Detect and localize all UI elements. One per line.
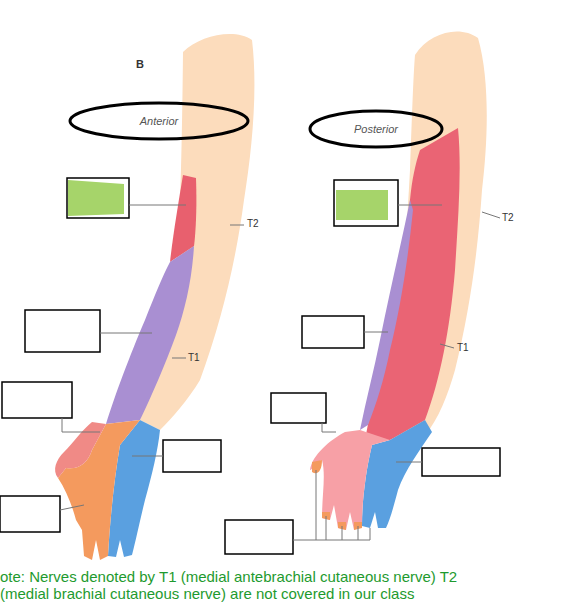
leader-line (364, 332, 388, 333)
ellipse-outline (310, 111, 442, 147)
region-label: T1 (457, 342, 469, 353)
median-fingertip-region (312, 460, 362, 530)
leader-line (482, 212, 500, 218)
leader-line (60, 505, 84, 510)
label-box (67, 178, 129, 218)
label-box (422, 448, 500, 476)
posterior-region (365, 128, 460, 440)
leader-line (370, 528, 371, 540)
region-label: T2 (247, 218, 259, 229)
leader-line (100, 333, 152, 334)
ellipse-node: Posterior (308, 109, 444, 149)
label-box (334, 180, 398, 226)
view-label: Posterior (354, 123, 398, 135)
radial-palm-region (55, 422, 106, 478)
region-label: B (136, 58, 144, 70)
label-box (302, 316, 364, 348)
label-box (225, 520, 293, 554)
leader-line (398, 205, 442, 206)
leader-line (322, 423, 336, 432)
ellipse-outline (70, 103, 248, 139)
label-box (2, 382, 72, 418)
label-fill (68, 180, 124, 216)
leader-line (316, 470, 317, 540)
region-label: T2 (502, 212, 514, 223)
leader-line (230, 225, 244, 226)
leader-lines (60, 205, 500, 540)
ellipse-node: Anterior (68, 101, 250, 141)
forearm-lateral-region (106, 246, 194, 424)
radial-dorsal-region (310, 430, 390, 530)
label-fill (336, 190, 388, 220)
leader-line (440, 344, 454, 348)
leader-line (129, 205, 186, 206)
forearm-lateral-region (360, 200, 413, 430)
region-label: T1 (188, 352, 200, 363)
label-box (163, 440, 221, 472)
leader-line (62, 418, 100, 432)
leader-line (396, 462, 422, 463)
leader-line (342, 526, 343, 540)
label-box (271, 393, 326, 423)
note-text: ote: Nerves denoted by T1 (medial antebr… (0, 568, 470, 602)
leader-line (132, 456, 163, 457)
leader-line (172, 358, 186, 359)
label-box (25, 310, 100, 352)
label-box (0, 496, 60, 532)
median-palm-region (58, 420, 140, 560)
view-label: Anterior (140, 115, 179, 127)
leader-line (326, 516, 327, 540)
leader-line (358, 526, 359, 540)
